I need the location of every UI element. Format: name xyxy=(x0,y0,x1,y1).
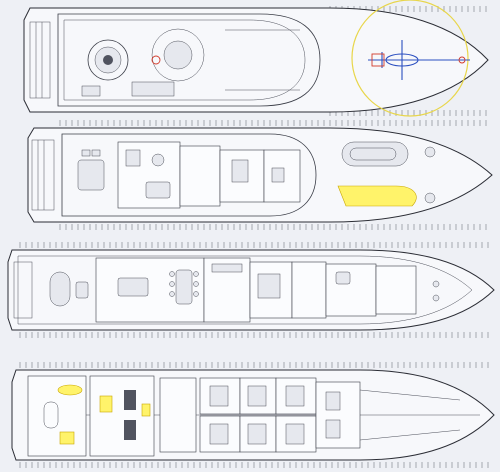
main-deck-forward-cabin xyxy=(375,265,417,315)
main-deck-crew-mess xyxy=(325,263,377,317)
bridge-deck-galley xyxy=(179,145,221,207)
main-deck-swim-platform xyxy=(13,261,33,319)
jetski-1 xyxy=(57,384,83,396)
sun-deck-bar xyxy=(131,81,175,97)
main-engine-2 xyxy=(124,420,136,440)
sun-deck-inner-rail xyxy=(63,19,306,101)
engine-room-yellow-1 xyxy=(99,395,113,413)
bridge-deck-aft-table xyxy=(77,159,105,191)
aft-deck-sofa xyxy=(49,271,71,307)
jacuzzi xyxy=(87,39,129,81)
main-engine-1 xyxy=(124,390,136,410)
lower-deck-plan xyxy=(11,362,495,468)
helipad-circle xyxy=(351,0,469,117)
sun-deck-red-marker xyxy=(151,55,161,65)
sun-deck-aft-platform xyxy=(29,21,51,99)
helicopter-icon xyxy=(368,40,470,80)
dining-table xyxy=(175,269,193,305)
crew-area xyxy=(159,377,197,453)
garage-yellow-item xyxy=(59,431,75,445)
main-deck-plan xyxy=(7,242,495,338)
bridge-deck-aft-platform xyxy=(31,139,55,211)
sun-deck-superstructure xyxy=(57,13,321,107)
main-deck-office xyxy=(291,261,327,319)
tender-boat xyxy=(341,141,409,167)
sun-deck-plan xyxy=(23,0,489,117)
bridge-deck-plan xyxy=(27,120,493,230)
main-deck-station-ticks xyxy=(19,242,489,338)
jetski-highlight xyxy=(337,185,417,207)
main-deck-inner-rail xyxy=(17,255,473,325)
bridge-deck-superstructure xyxy=(61,133,317,217)
sun-deck-lounge-circle xyxy=(151,28,205,82)
guest-cabin-5 xyxy=(275,377,317,415)
lower-deck-station-ticks xyxy=(19,362,489,468)
bridge-deck-station-ticks xyxy=(59,120,487,230)
